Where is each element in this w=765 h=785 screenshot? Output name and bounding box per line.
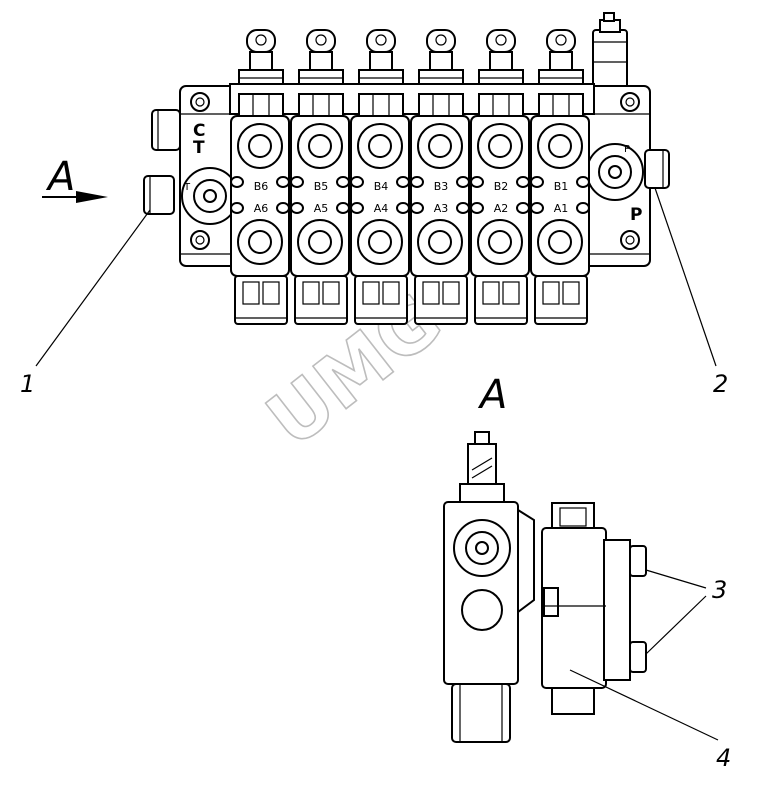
plunger (478, 29, 524, 87)
label-p: P (630, 205, 642, 225)
port-a4: A4 (374, 202, 389, 215)
callout-2: 2 (654, 187, 728, 398)
label-t-small: T (183, 182, 191, 193)
plunger (418, 29, 464, 87)
valve-section (230, 93, 290, 277)
port-b5: B5 (314, 180, 329, 193)
port-a2: A2 (494, 202, 509, 215)
bottom-caps (234, 275, 588, 325)
bottom-cap (234, 275, 288, 325)
callout-1: 1 (20, 209, 151, 398)
callout-3-label: 3 (712, 576, 727, 604)
bottom-cap (474, 275, 528, 325)
plunger (538, 29, 584, 87)
bottom-cap (414, 275, 468, 325)
callout-3: 3 (645, 569, 727, 655)
port-a1: A1 (554, 202, 569, 215)
view-arrow-letter: A (45, 154, 75, 200)
valve-section (350, 93, 410, 277)
view-title: A (477, 372, 507, 418)
ports-b: B6 B5 B4 B3 B2 B1 (254, 180, 569, 193)
side-view (443, 431, 647, 743)
port-b2: B2 (494, 180, 509, 193)
port-b6: B6 (254, 180, 269, 193)
port-b3: B3 (434, 180, 449, 193)
bottom-cap (354, 275, 408, 325)
port-a3: A3 (434, 202, 449, 215)
top-plungers (238, 29, 584, 87)
valve-section (470, 93, 530, 277)
callout-2-label: 2 (713, 370, 728, 398)
valve-section (290, 93, 350, 277)
callout-4: 4 (569, 669, 731, 772)
plunger (358, 29, 404, 87)
valve-section (530, 93, 590, 277)
callout-4-label: 4 (716, 744, 731, 772)
callout-1-label: 1 (20, 370, 35, 398)
label-t: T (193, 138, 205, 158)
view-arrow: A (42, 154, 108, 203)
label-c: C (193, 121, 205, 141)
valve-section (410, 93, 470, 277)
plunger (298, 29, 344, 87)
bottom-cap (294, 275, 348, 325)
ports-a: A6 A5 A4 A3 A2 A1 (254, 202, 569, 215)
port-a6: A6 (254, 202, 269, 215)
port-b4: B4 (374, 180, 389, 193)
label-p-small: P (624, 144, 630, 155)
bottom-cap (534, 275, 588, 325)
plunger (238, 29, 284, 87)
valve-sections (230, 93, 590, 277)
port-a5: A5 (314, 202, 329, 215)
solenoid-connector (592, 12, 628, 89)
port-b1: B1 (554, 180, 569, 193)
valve-main-block: C T T P P B6 B5 B4 B3 B2 B1 A6 A5 A4 A3 … (143, 12, 670, 325)
